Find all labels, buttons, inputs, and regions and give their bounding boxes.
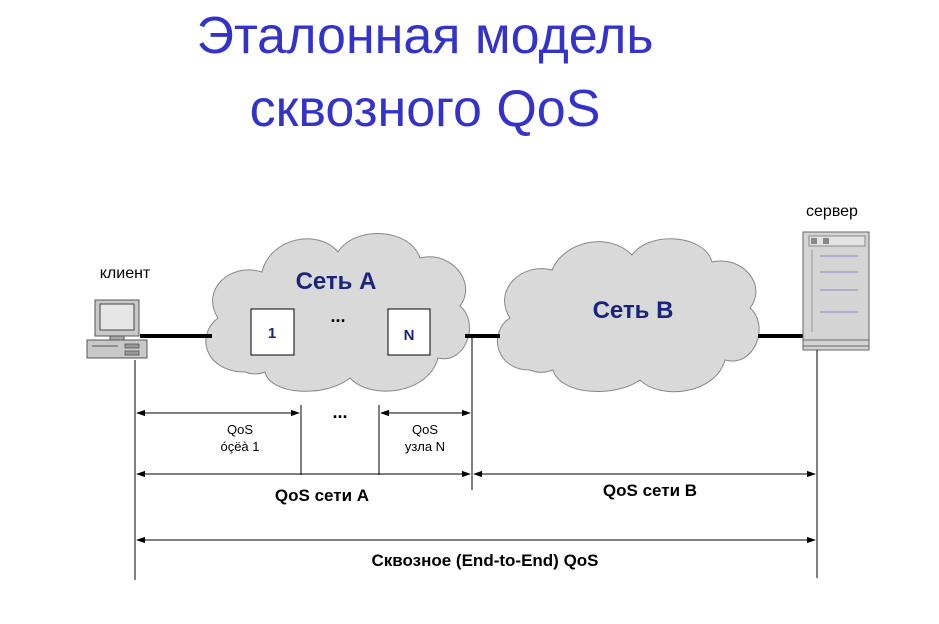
measure-ellipsis: ... (332, 402, 347, 422)
network-b-label: Сеть B (593, 297, 674, 324)
node-n-label: N (404, 327, 415, 344)
measure-arrows (136, 409, 816, 544)
qos-net-a-label: QoS сети A (275, 486, 369, 505)
reference-lines (134, 336, 818, 580)
nodes-ellipsis: ... (330, 306, 345, 326)
client-computer-icon (86, 299, 148, 359)
server-label: сервер (806, 203, 858, 220)
qos-node-n-line1: QoS (412, 422, 438, 437)
qos-node-1-line2: óçëà 1 (220, 439, 259, 454)
node-1-label: 1 (268, 325, 276, 342)
title-line-1: Эталонная модель (196, 7, 654, 65)
server-icon (802, 231, 870, 351)
qos-node-1-line1: QoS (227, 422, 253, 437)
qos-node-n-line2: узла N (405, 439, 445, 454)
node-n-box (387, 308, 431, 356)
node-1-box (250, 308, 295, 356)
network-b-cloud (496, 238, 760, 393)
client-label: клиент (100, 265, 151, 282)
network-a-label: Сеть A (296, 268, 377, 295)
title-line-2: сквозного QoS (249, 80, 601, 138)
end-to-end-label: Сквозное (End-to-End) QoS (371, 551, 598, 570)
qos-net-b-label: QoS сети B (603, 481, 697, 500)
